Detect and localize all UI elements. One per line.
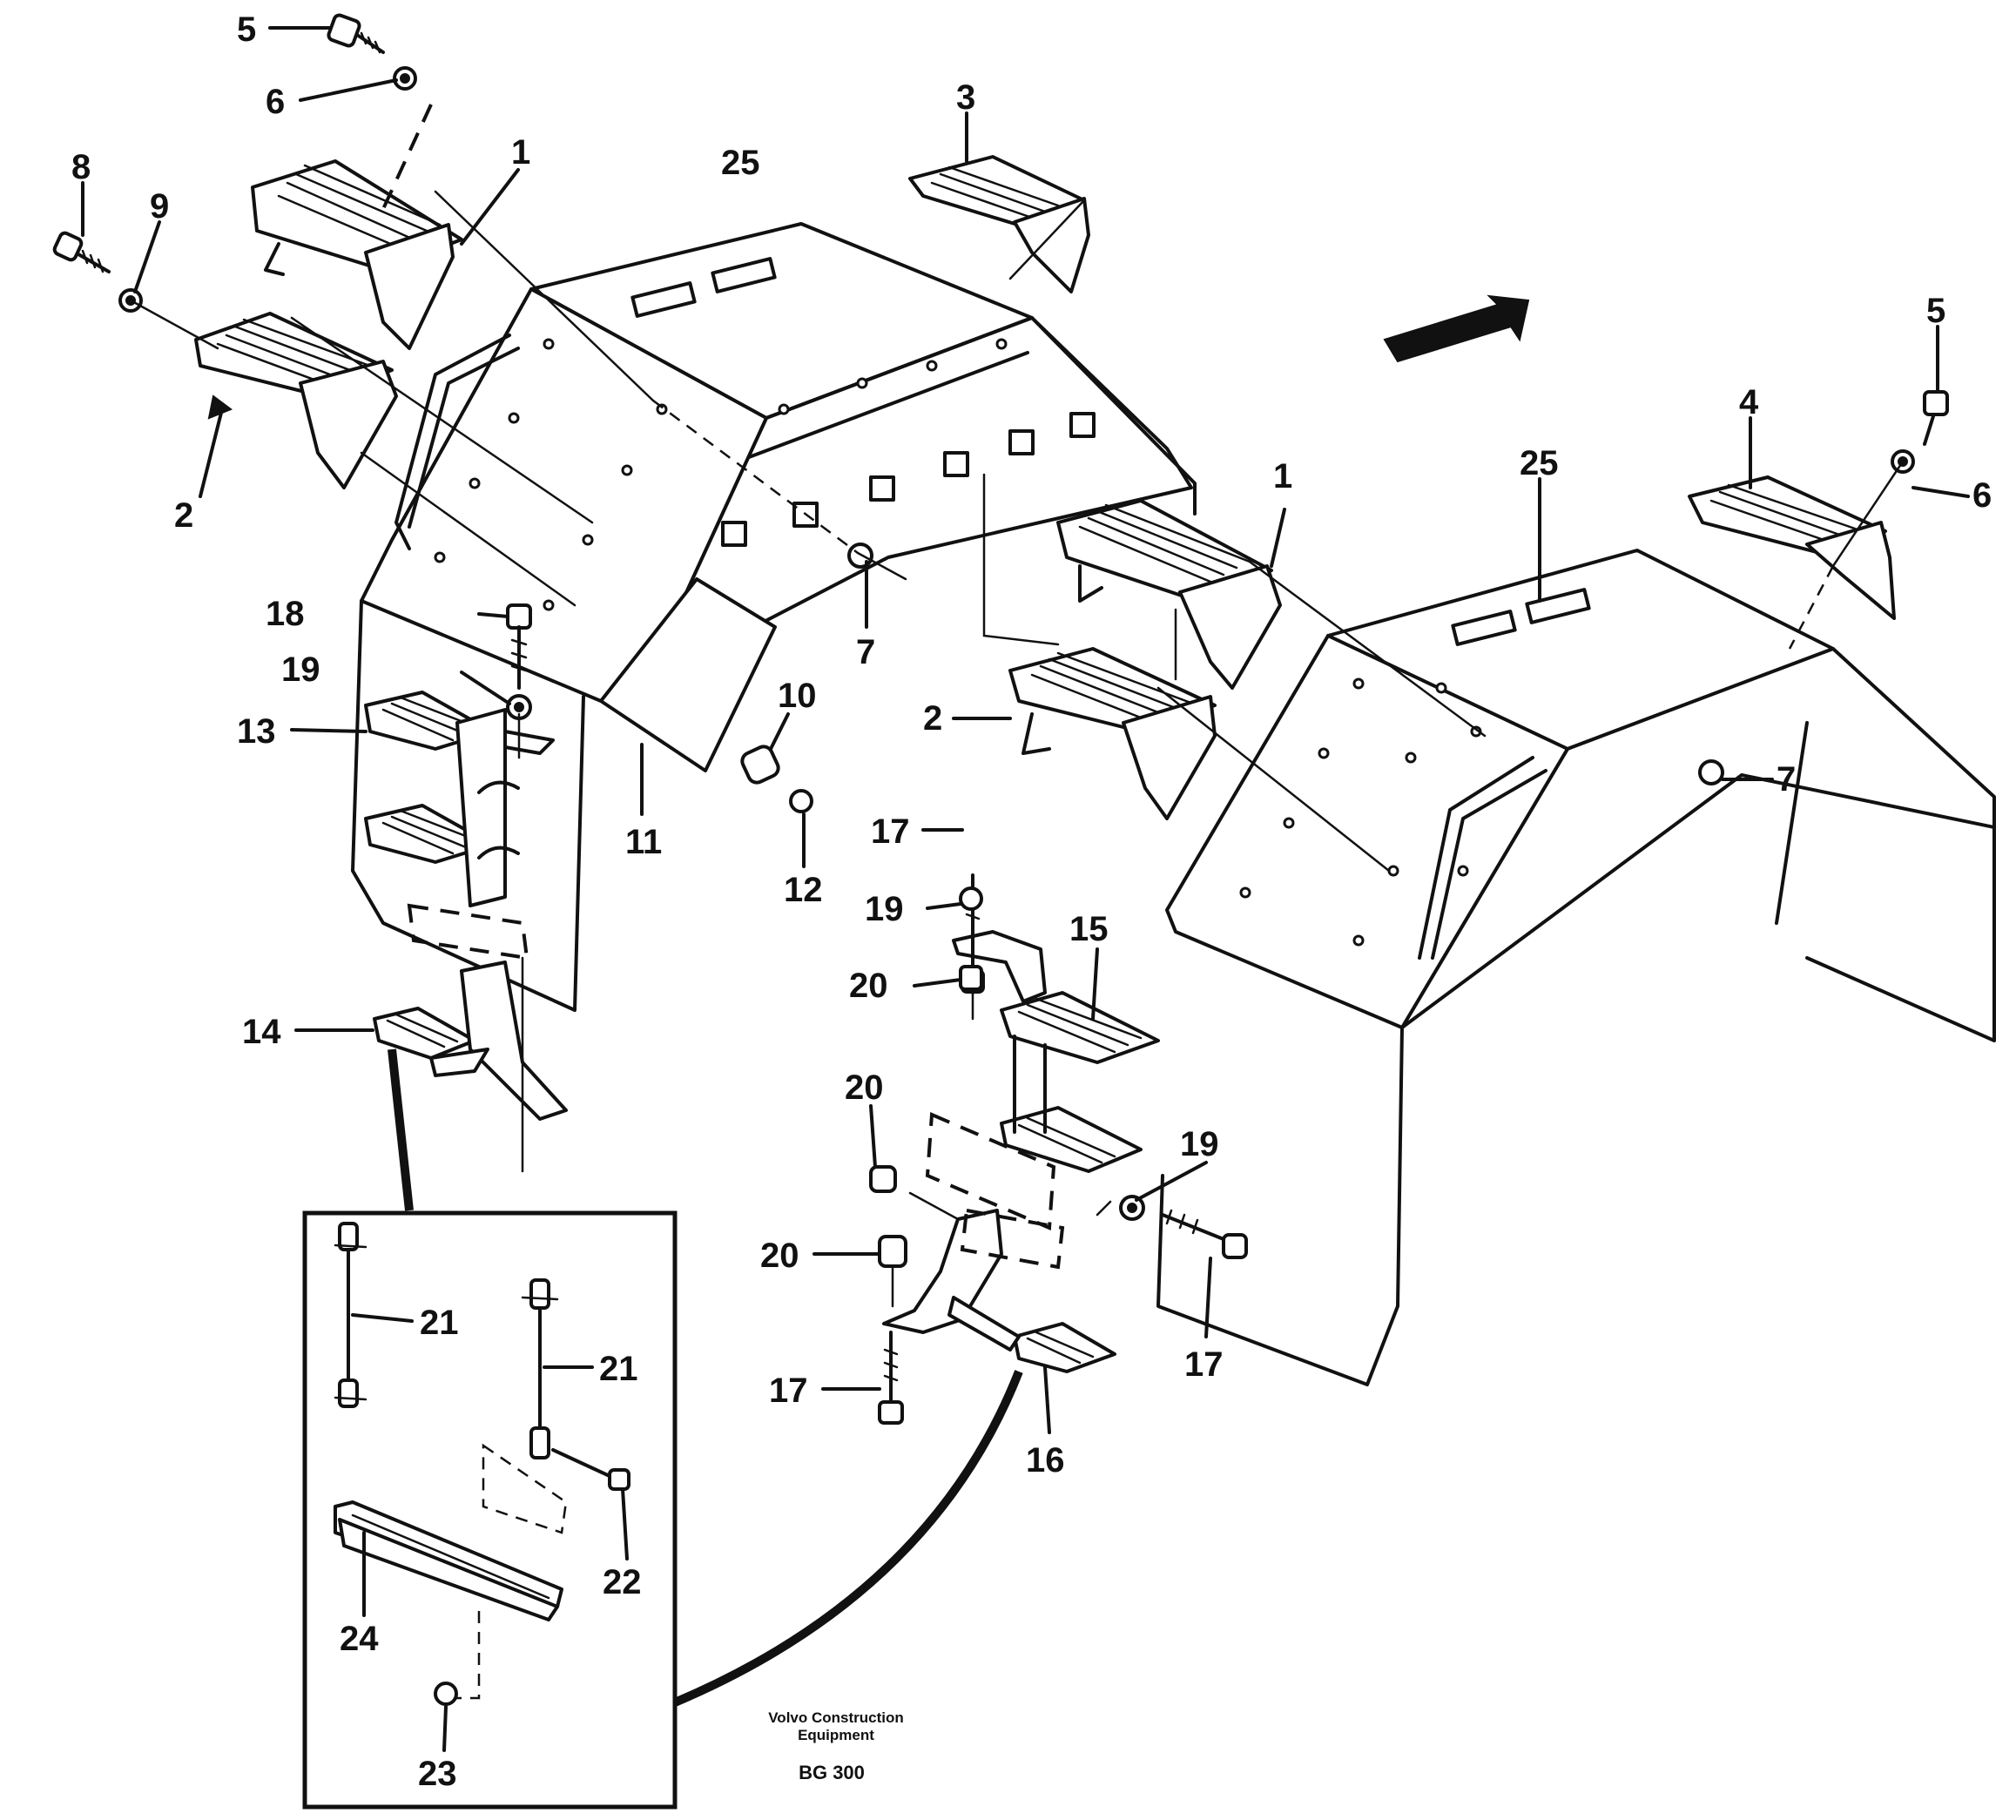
callout-leaders: [81, 26, 1970, 1752]
fender-brackets: [721, 412, 1096, 547]
callout-2-left: 2: [174, 496, 193, 535]
callout-20-mid: 20: [849, 967, 888, 1005]
nut-23: [434, 1682, 458, 1706]
fender-holes-left: [434, 338, 1008, 611]
decal-left-a: [630, 281, 697, 318]
step-4: [1688, 475, 1896, 620]
rod-21-right: [521, 1278, 559, 1459]
callout-21-right: 21: [599, 1350, 638, 1388]
step-1-left: [251, 159, 463, 350]
callout-5-right: 5: [1926, 292, 1945, 330]
nut-20-low-a: [869, 1165, 897, 1193]
mud-flap: [599, 577, 777, 772]
callout-7-left: 7: [856, 633, 875, 671]
callout-1-right: 1: [1273, 457, 1292, 495]
callout-19-left: 19: [281, 650, 320, 689]
bolt-5-right: [1923, 390, 1949, 446]
decal-right-b: [1525, 588, 1591, 624]
left-fender: [351, 222, 1197, 1012]
callout-21-left: 21: [420, 1304, 459, 1342]
callout-20-low: 20: [845, 1068, 884, 1107]
decal-left-b: [711, 257, 777, 293]
callout-11: 11: [625, 823, 662, 861]
bushing-10: [740, 745, 780, 785]
footer-line-2: Equipment: [798, 1727, 874, 1743]
callout-7-right: 7: [1777, 760, 1796, 799]
callout-17-lower: 17: [769, 1372, 808, 1410]
callout-25-right: 25: [1520, 444, 1559, 482]
nut-20-mid: [959, 965, 983, 991]
bolt-17-lower: [878, 1331, 904, 1425]
step-2-left: [194, 312, 398, 489]
publisher-footer: Volvo Construction Equipment BG 300: [768, 1709, 904, 1783]
bolt-5-upper: [327, 13, 385, 54]
step-15: [952, 930, 1160, 1173]
callout-8: 8: [71, 148, 91, 186]
step-16: [882, 1209, 1116, 1373]
callout-22: 22: [603, 1563, 642, 1601]
bolt-8: [52, 231, 111, 273]
washer-19-mid: [959, 886, 983, 911]
callout-3: 3: [956, 78, 975, 117]
callout-16: 16: [1026, 1441, 1065, 1480]
rod-21-left: [334, 1222, 367, 1408]
callout-15: 15: [1069, 910, 1109, 948]
step-2-right: [1008, 647, 1217, 820]
inset-detail-panel: [302, 1210, 678, 1810]
right-fender: [1156, 549, 1996, 1386]
callout-2-right: 2: [923, 699, 942, 738]
callout-20-lower: 20: [760, 1237, 799, 1275]
callout-24: 24: [340, 1620, 379, 1658]
nut-12: [789, 789, 813, 813]
callout-17-right: 17: [1184, 1345, 1224, 1384]
footer-code: BG 300: [799, 1762, 865, 1783]
footboard-24: [334, 1500, 563, 1621]
nut-20-low-b: [878, 1235, 907, 1268]
bolt-17-right: [1161, 1209, 1248, 1259]
guide-lines: [129, 190, 1905, 1308]
callout-10: 10: [778, 677, 817, 715]
callout-19-mid: 19: [865, 890, 904, 928]
callout-4: 4: [1739, 383, 1759, 421]
decal-right-a: [1451, 610, 1517, 646]
callout-1-left: 1: [511, 133, 530, 172]
bolt-22: [551, 1448, 630, 1491]
step-14: [373, 961, 568, 1121]
callout-13: 13: [237, 712, 276, 751]
callout-5-upper: 5: [237, 10, 256, 49]
callout-9: 9: [150, 187, 169, 226]
callout-19-right: 19: [1180, 1125, 1219, 1163]
step-1-right: [1056, 499, 1282, 690]
callout-6-right: 6: [1972, 476, 1992, 515]
callout-12: 12: [784, 871, 823, 909]
fender-holes-right: [1239, 677, 1482, 947]
arrow-right-icon: [1383, 294, 1530, 363]
callout-18: 18: [266, 595, 305, 633]
step-3: [908, 155, 1090, 293]
callout-6-upper: 6: [266, 83, 285, 121]
callout-23: 23: [418, 1755, 457, 1793]
step-13-ladder: [364, 691, 555, 907]
callout-numbers: 5 6 8 9 1 2 3 25 5 4 6 25 1 7 7 18 19 13…: [71, 10, 1992, 1793]
callout-14: 14: [242, 1013, 281, 1051]
nut-7-right: [1698, 759, 1724, 785]
callout-17-upper: 17: [871, 812, 910, 851]
callout-25-left: 25: [721, 144, 760, 182]
footer-line-1: Volvo Construction: [768, 1709, 904, 1726]
